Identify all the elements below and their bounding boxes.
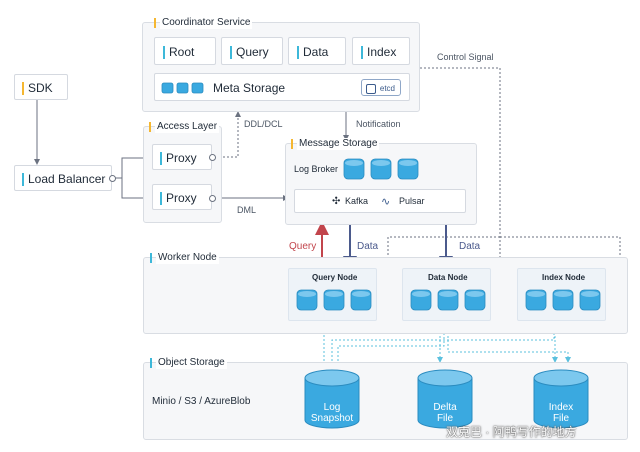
kafka-icon: ✣ <box>332 196 341 207</box>
lb-port <box>109 175 116 182</box>
label-dml: DML <box>237 205 257 215</box>
edge-control-signal <box>420 67 501 301</box>
meta-storage-disks-icon <box>161 82 204 94</box>
label-data-right: Data <box>459 241 481 252</box>
log-snapshot-cylinder <box>304 369 360 429</box>
index-node-disks-icon <box>525 289 601 311</box>
edge-ddl <box>215 111 241 158</box>
label-notification: Notification <box>356 119 401 129</box>
query-node: Query Node <box>288 268 377 321</box>
worker-node-title: Worker Node <box>150 252 219 264</box>
label-query: Query <box>289 241 317 252</box>
proxy2-port <box>209 195 216 202</box>
coordinator-index: Index <box>352 37 410 65</box>
data-node-disks-icon <box>410 289 486 311</box>
access-layer-title: Access Layer <box>148 121 220 133</box>
object-storage-backends: Minio / S3 / AzureBlob <box>152 396 251 407</box>
edge-index-os <box>447 332 571 363</box>
watermark-text: 双克巴 · 阿鸭写作的地方 <box>446 425 577 439</box>
pulsar-icon: ∿ <box>381 196 391 208</box>
proxy-2: Proxy <box>152 184 212 210</box>
proxy-1: Proxy <box>152 144 212 170</box>
coordinator-query: Query <box>221 37 283 65</box>
index-file-cylinder <box>533 369 589 429</box>
coordinator-root: Root <box>154 37 216 65</box>
log-broker-label: Log Broker <box>294 164 339 174</box>
edge-lb-proxy2 <box>112 177 151 201</box>
data-node: Data Node <box>402 268 491 321</box>
label-control-signal: Control Signal <box>437 52 494 62</box>
object-storage-title: Object Storage <box>150 357 227 369</box>
delta-file-cylinder <box>417 369 473 429</box>
query-node-disks-icon <box>296 289 372 311</box>
coordinator-data: Data <box>288 37 346 65</box>
etcd-icon <box>366 84 376 94</box>
label-data-left: Data <box>357 241 379 252</box>
log-broker-disks-icon <box>343 158 419 180</box>
sdk-box: SDK <box>14 74 68 100</box>
label-ddl-dcl: DDL/DCL <box>244 119 283 129</box>
coordinator-title: Coordinator Service <box>153 17 253 29</box>
edge-os-data <box>337 325 447 365</box>
edge-control-index <box>500 236 621 301</box>
broker-options: ✣ Kafka ∿ Pulsar <box>294 189 466 213</box>
proxy1-port <box>209 154 216 161</box>
meta-storage-label: Meta Storage <box>213 81 286 95</box>
meta-storage: Meta Storage etcd <box>154 73 410 101</box>
message-storage-title: Message Storage <box>290 138 380 150</box>
index-node: Index Node <box>517 268 606 321</box>
load-balancer-box: Load Balancer <box>14 165 112 191</box>
etcd-badge: etcd <box>361 79 401 96</box>
